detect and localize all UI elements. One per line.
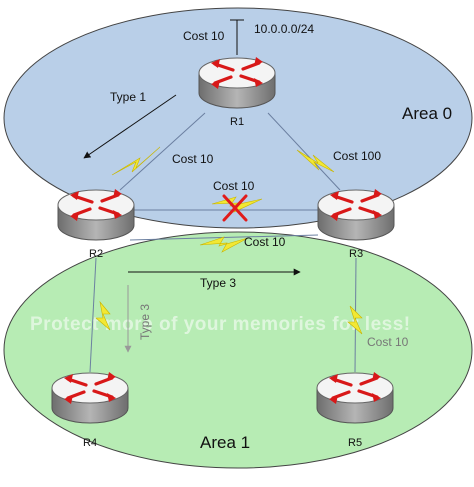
r2-r4-bolt-icon (95, 300, 111, 331)
r1-r2-bolt-icon (111, 146, 161, 176)
link-r2-r4 (89, 257, 111, 373)
r3-r5-cost-label: Cost 10 (367, 335, 409, 349)
router-r5: R5 (315, 370, 395, 449)
link-r1-r2 (111, 112, 206, 191)
area-0-region (3, 7, 473, 229)
area-0-label: Area 0 (402, 104, 452, 123)
router-r1-label: R1 (230, 116, 244, 128)
link-failed-icon (222, 194, 248, 222)
router-r3-label: R3 (349, 248, 363, 260)
r2-r3-lower-bolt-icon (199, 236, 249, 253)
link-r2-r3-lower (129, 234, 319, 253)
watermark: Protect more of your memories for less! (30, 314, 411, 335)
r3-r5-bolt-icon (347, 305, 363, 335)
link-r2-r3-upper (130, 194, 318, 222)
stub-network-cost-label: Cost 10 (183, 29, 225, 43)
link-r1-r3 (267, 112, 341, 191)
router-r4: R4 (50, 370, 130, 449)
type1-arrow (83, 94, 177, 159)
r2-r3-upper-cost-label: Cost 10 (213, 179, 255, 193)
router-r1: R1 (197, 55, 277, 128)
area-1-label: Area 1 (200, 433, 250, 452)
router-r2-label: R2 (89, 248, 103, 260)
router-r3: R3 (316, 187, 396, 260)
router-r2: R2 (56, 187, 136, 260)
r1-r2-cost-label: Cost 10 (172, 152, 214, 166)
link-r3-r5 (347, 257, 363, 373)
r2-r3-lower-cost-label: Cost 10 (244, 235, 286, 249)
r1-r3-bolt-icon (296, 149, 335, 173)
type3-horizontal-label: Type 3 (200, 276, 236, 290)
router-r5-label: R5 (348, 437, 362, 449)
type1-label: Type 1 (110, 90, 146, 104)
router-r4-label: R4 (83, 437, 97, 449)
type3-vertical-label: Type 3 (138, 304, 152, 340)
stub-network-label: 10.0.0.0/24 (254, 22, 314, 36)
r1-r3-cost-label: Cost 100 (333, 149, 381, 163)
